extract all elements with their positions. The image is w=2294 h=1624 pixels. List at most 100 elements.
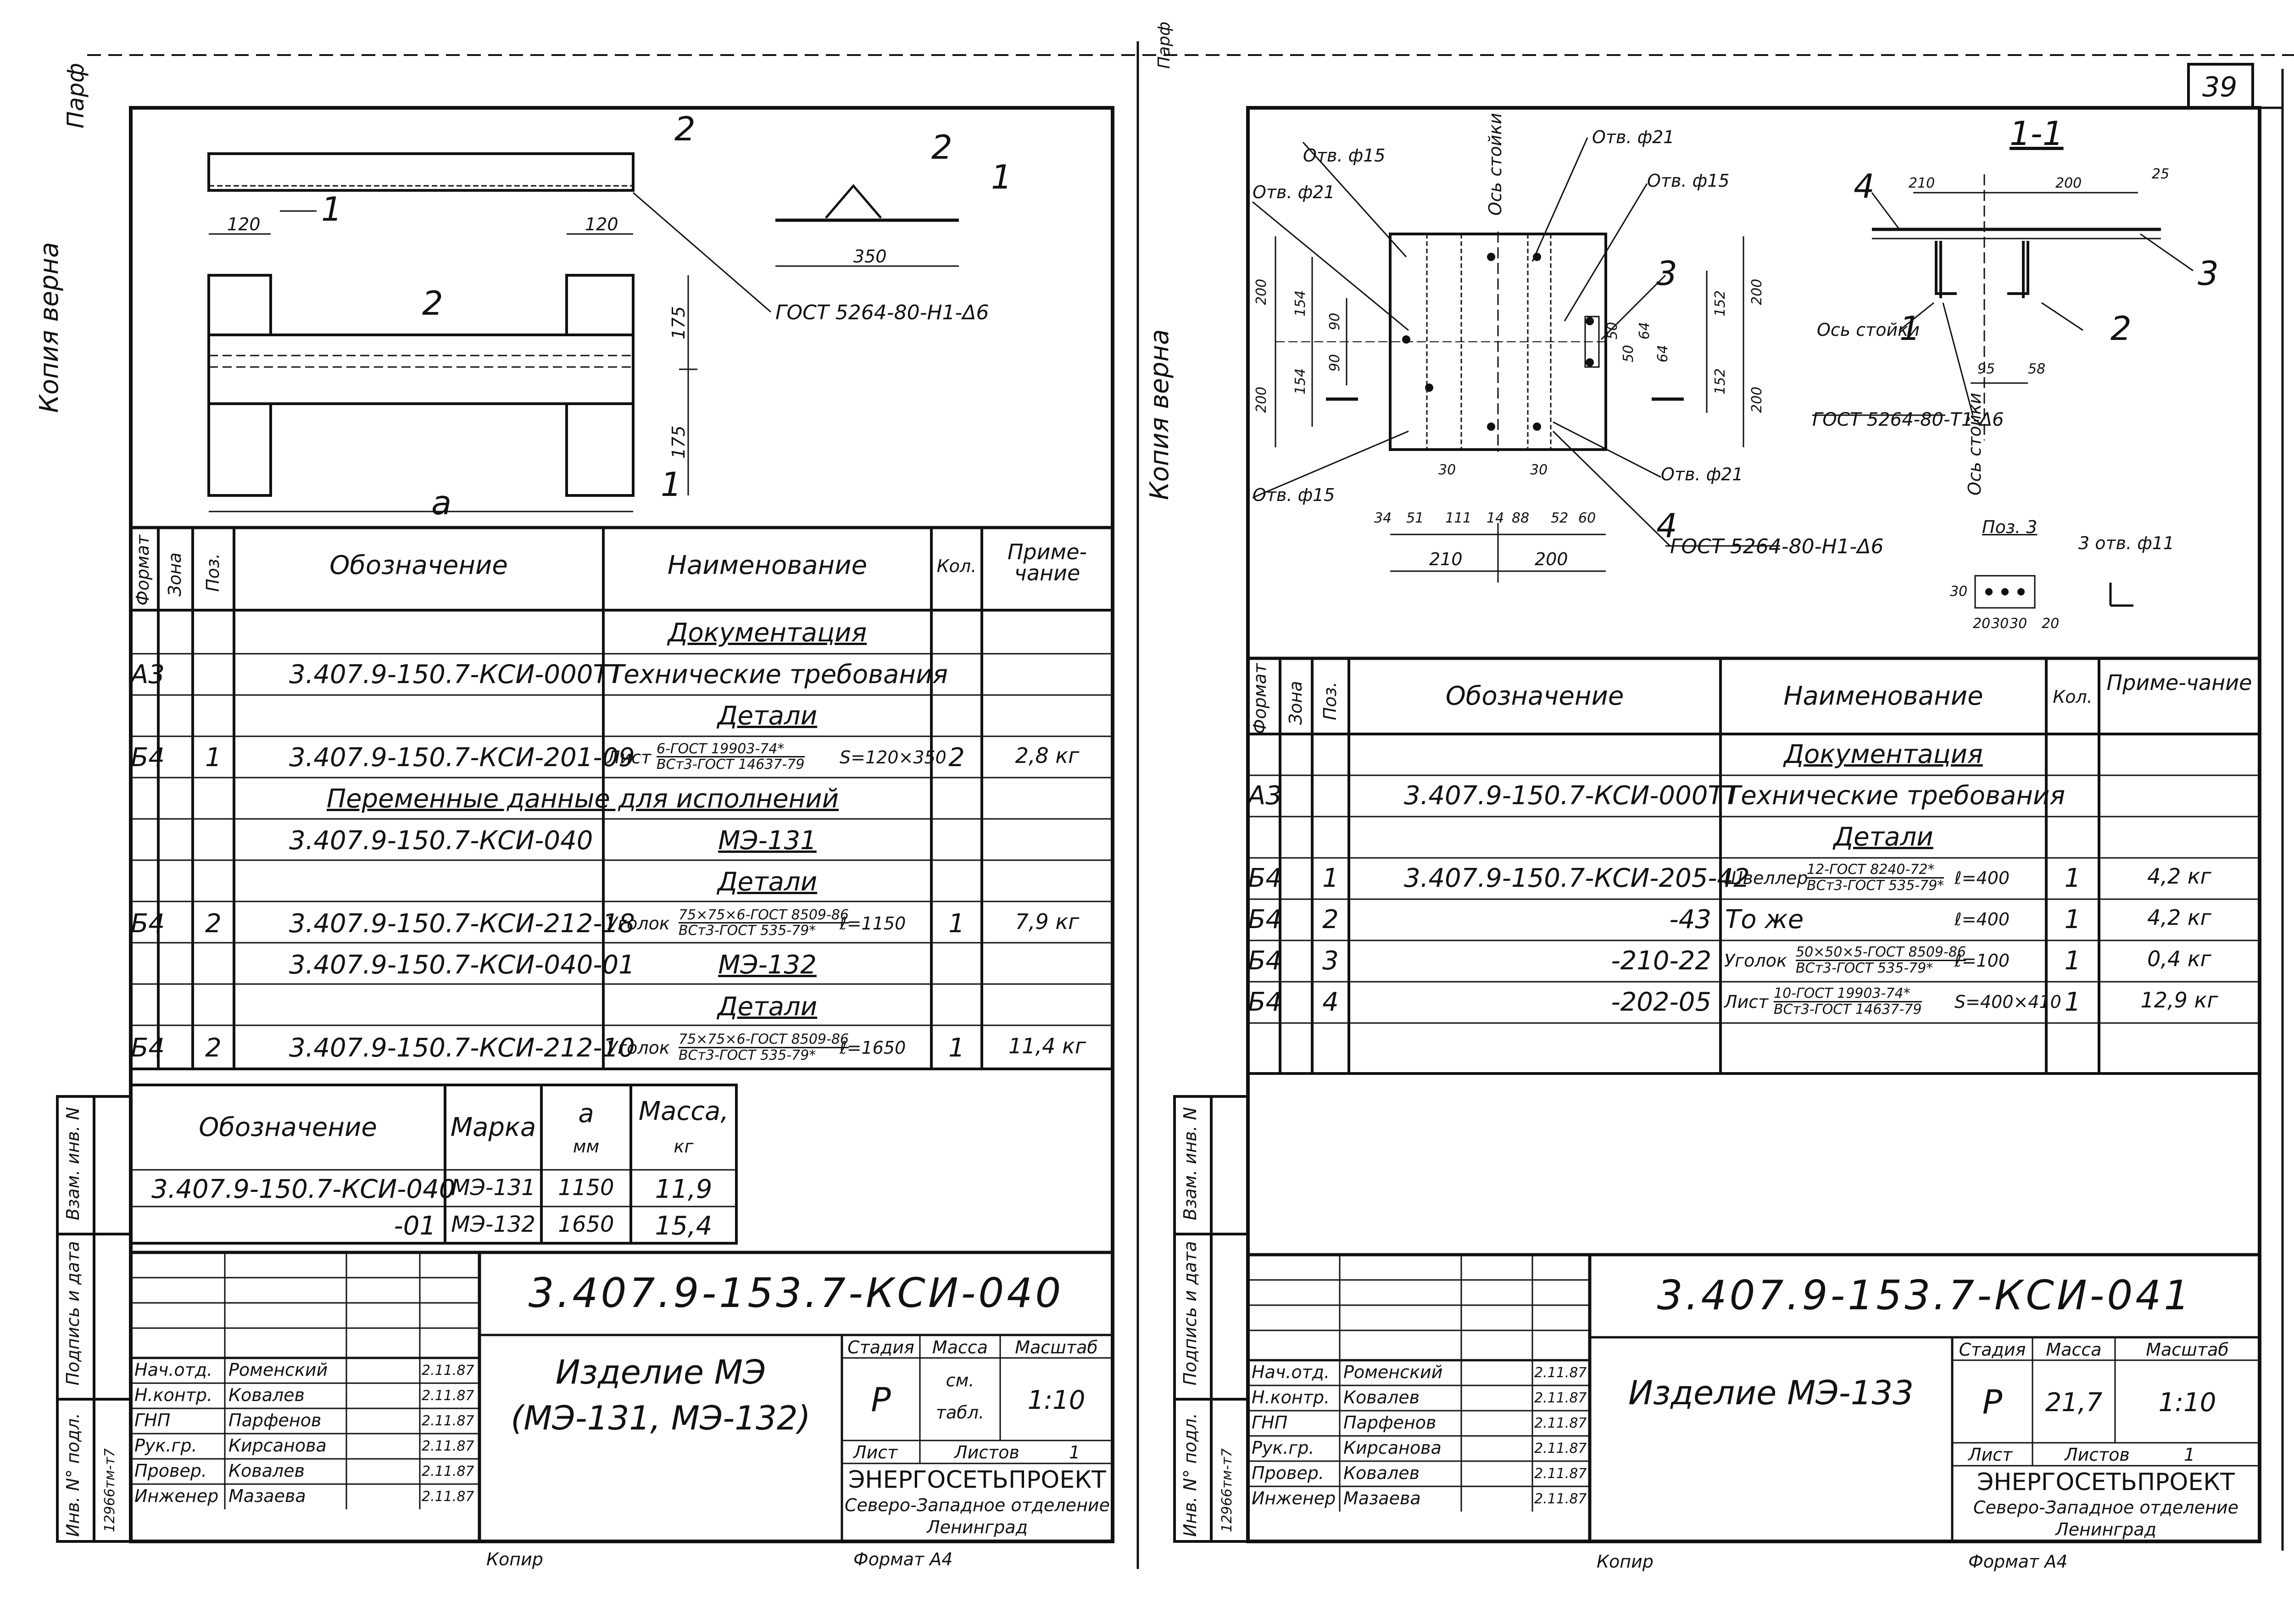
sec-dim-25: 25 bbox=[2152, 166, 2170, 182]
pos3-label: Поз. 3 bbox=[1982, 517, 2038, 537]
spec-cell-name-prefix: Уголок bbox=[607, 913, 670, 934]
spec-cell-name: Детали bbox=[717, 991, 818, 1022]
stamp-person-name: Ковалев bbox=[1343, 1463, 1420, 1483]
spec-cell-designation: 3.407.9-150.7-КСИ-000ТТ bbox=[289, 659, 624, 690]
sec-pos-4: 4 bbox=[1854, 167, 1875, 206]
variant-a: 1650 bbox=[558, 1212, 614, 1237]
spec-hdr-qty-left: Кол. bbox=[936, 556, 977, 576]
spec-cell-wide: Переменные данные для исполнений bbox=[326, 784, 839, 814]
stamp-scale-label-right: Масштаб bbox=[2146, 1340, 2229, 1360]
spec-cell-designation: -210-22 bbox=[1611, 946, 1711, 976]
fraction-bottom: ВСт3-ГОСТ 535-79* bbox=[1807, 877, 1944, 894]
fraction-top: 50×50×5-ГОСТ 8509-86 bbox=[1796, 944, 1966, 961]
fraction-top: 75×75×6-ГОСТ 8509-86 bbox=[679, 1031, 849, 1048]
stamp-person-name: Роменский bbox=[1343, 1362, 1443, 1382]
stamp-org2-right: Северо-Западное отделение bbox=[1973, 1497, 2238, 1518]
spec-cell-note: 7,9 кг bbox=[1015, 909, 1080, 934]
stamp-org2-left: Северо-Западное отделение bbox=[845, 1495, 1110, 1515]
spec-cell-qty: 1 bbox=[2064, 946, 2081, 976]
spec-hdr-designation-left: Обозначение bbox=[329, 551, 508, 580]
stamp-sheets-label-right: Листов bbox=[2065, 1445, 2130, 1465]
spec-cell-pos: 2 bbox=[205, 908, 222, 939]
pos3-dim-4: 30 bbox=[2010, 616, 2027, 632]
dim-bottom-3: 111 bbox=[1445, 510, 1472, 526]
stamp-mass2-left: табл. bbox=[935, 1402, 985, 1423]
spec-cell-designation: 3.407.9-150.7-КСИ-212-10 bbox=[289, 1033, 635, 1063]
stamp-title2-left: (МЭ-131, МЭ-132) bbox=[511, 1399, 811, 1437]
sec-axis-label: Ось стойки bbox=[1817, 320, 1920, 340]
dim-inner-3: 64 bbox=[1637, 322, 1653, 339]
spec-cell-name: Документация bbox=[668, 618, 867, 648]
stamp-mass-right: 21,7 bbox=[2045, 1388, 2103, 1418]
spec-cell-qty: 1 bbox=[2064, 905, 2081, 934]
stamp-mass-label-right: Масса bbox=[2046, 1340, 2102, 1360]
var-hdr-mass-unit: кг bbox=[674, 1136, 694, 1157]
spec-cell-name: Технические требования bbox=[608, 659, 948, 690]
dim-right-3: 200 bbox=[1749, 278, 1765, 305]
stamp-date: 2.11.87 bbox=[1534, 1491, 1587, 1507]
stamp-date: 2.11.87 bbox=[422, 1463, 474, 1479]
dim-175-b: 175 bbox=[668, 425, 689, 459]
spec-cell-qty: 1 bbox=[948, 908, 965, 939]
pos3-dim-1: 30 bbox=[1950, 584, 1968, 600]
pos-label-2c: 2 bbox=[422, 284, 443, 323]
spec-cell-name: Детали bbox=[717, 867, 818, 897]
var-hdr-a: a bbox=[578, 1099, 594, 1129]
stamp-role: Н.контр. bbox=[134, 1385, 213, 1405]
spec-cell-designation: 3.407.9-150.7-КСИ-040-01 bbox=[289, 950, 635, 980]
dim-bottom-4: 14 bbox=[1487, 510, 1504, 526]
spec-cell-note: 12,9 кг bbox=[2140, 988, 2218, 1012]
fraction-bottom: ВСт3-ГОСТ 535-79* bbox=[679, 1047, 816, 1063]
var-hdr-a-unit: мм bbox=[573, 1136, 600, 1157]
dim-right-1: 152 bbox=[1712, 290, 1728, 317]
stamp-date: 2.11.87 bbox=[422, 1438, 474, 1454]
hole-label-3: Отв. ф21 bbox=[1592, 127, 1675, 147]
dim-right-2: 152 bbox=[1712, 368, 1728, 395]
stamp-date: 2.11.87 bbox=[1534, 1466, 1587, 1482]
hole-label-6: Отв. ф15 bbox=[1253, 485, 1335, 505]
sec-pos-2: 2 bbox=[2110, 309, 2132, 348]
spec-hdr-note-right: Приме-чание bbox=[2106, 670, 2252, 695]
stamp-person-name: Ковалев bbox=[1343, 1387, 1420, 1407]
spec-hdr-pos-left: Поз. bbox=[203, 553, 223, 592]
spec-cell-qty: 2 bbox=[948, 742, 965, 773]
section-label: 1-1 bbox=[2010, 114, 2064, 153]
page-number: 39 bbox=[2202, 71, 2238, 103]
dim-175-a: 175 bbox=[668, 306, 689, 339]
sec-axis-label-2: Ось стойки bbox=[1965, 393, 1985, 495]
side-label-sign-date: Подпись и дата bbox=[63, 1241, 83, 1385]
spec-cell-name-suffix: ℓ=100 bbox=[1954, 951, 2010, 971]
margin-note-sig-left: Парф bbox=[62, 63, 89, 128]
spec-cell-name: Технические требования bbox=[1725, 781, 2066, 811]
stamp-scale-label-left: Масштаб bbox=[1015, 1337, 1098, 1357]
stamp-role: Н.контр. bbox=[1252, 1387, 1330, 1407]
spec-cell-name: Детали bbox=[1833, 822, 1933, 852]
stamp-title1-left: Изделие МЭ bbox=[555, 1353, 766, 1391]
spec-cell-note: 4,2 кг bbox=[2147, 905, 2211, 930]
dim-120-a: 120 bbox=[227, 214, 261, 234]
spec-cell-name-prefix: Уголок bbox=[607, 1038, 670, 1058]
sec-pos-1: 1 bbox=[1899, 309, 1921, 348]
spec-cell-name: МЭ-131 bbox=[718, 825, 817, 856]
spec-cell-designation: 3.407.9-150.7-КСИ-000ТТ bbox=[1404, 781, 1739, 811]
spec-cell-format: Б4 bbox=[1248, 946, 1282, 976]
stamp-code-left: 3.407.9-153.7-КСИ-040 bbox=[528, 1269, 1064, 1317]
pos3-holes: 3 отв. ф11 bbox=[2078, 533, 2175, 553]
spec-hdr-pos-right: Поз. bbox=[1320, 681, 1340, 720]
spec-cell-name: МЭ-132 bbox=[718, 950, 817, 980]
stamp-scale-right: 1:10 bbox=[2158, 1388, 2216, 1418]
spec-cell-note: 4,2 кг bbox=[2147, 864, 2211, 889]
side-label-sign-date-right: Подпись и дата bbox=[1180, 1241, 1200, 1385]
stamp-role: Инженер bbox=[134, 1486, 219, 1506]
stamp-date: 2.11.87 bbox=[1534, 1390, 1587, 1406]
dim-left-4: 154 bbox=[1292, 368, 1308, 395]
dim-bottom-6: 52 bbox=[1551, 510, 1569, 526]
sec-weld-note: ГОСТ 5264-80-Т1-Δ6 bbox=[1812, 409, 2004, 430]
spec-cell-pos: 2 bbox=[205, 1033, 222, 1063]
pos-label-1b: 1 bbox=[991, 158, 1012, 196]
hole-label-2: Отв. ф21 bbox=[1253, 182, 1335, 202]
dim-30-b: 30 bbox=[1530, 462, 1548, 478]
side-label-replace-inv: Взам. инв. N bbox=[63, 1107, 83, 1220]
